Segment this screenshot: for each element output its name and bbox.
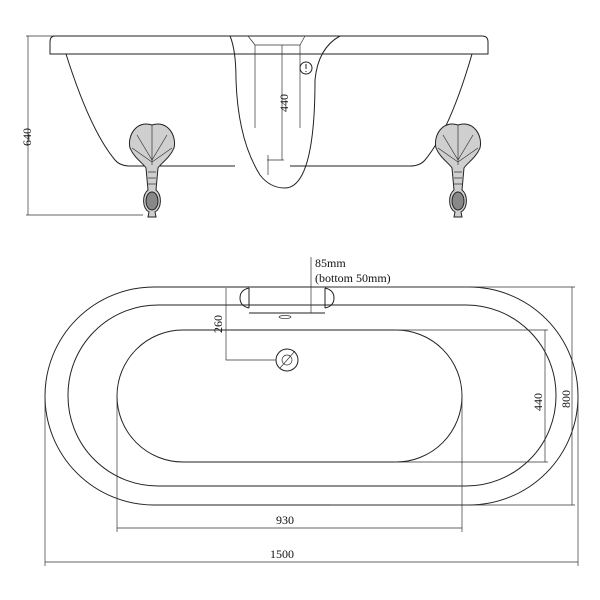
dim-440-line xyxy=(267,45,284,175)
dim-1500-line xyxy=(44,396,579,566)
dim-bottom-50-label: (bottom 50mm) xyxy=(315,271,391,285)
tub-body-right xyxy=(290,53,473,167)
dim-640-label: 640 xyxy=(20,128,34,146)
drain xyxy=(275,348,299,372)
dim-930-label: 930 xyxy=(276,513,294,527)
dim-85-label: 85mm xyxy=(315,256,346,270)
dim-260-label: 260 xyxy=(211,315,225,333)
tub-body-left xyxy=(65,53,235,167)
dim-1500-label: 1500 xyxy=(270,547,294,561)
side-view: 640 440 xyxy=(20,35,489,218)
dim-440-top-line xyxy=(395,329,548,463)
dim-930-line xyxy=(116,396,463,532)
dim-800-label: 800 xyxy=(559,390,573,408)
claw-foot-right xyxy=(434,123,482,218)
claw-foot-left xyxy=(128,123,176,218)
top-view: 85mm (bottom 50mm) 260 440 800 930 1500 xyxy=(44,256,579,566)
overflow-fitting xyxy=(239,287,335,314)
tub-outer-outline xyxy=(44,286,579,506)
dim-640-line xyxy=(26,35,143,216)
overflow-slot xyxy=(278,315,292,319)
center-waste-profile xyxy=(229,35,341,189)
tub-rim xyxy=(49,35,489,55)
dim-440-label: 440 xyxy=(277,94,291,112)
dim-800-line xyxy=(330,286,575,506)
overflow-icon xyxy=(299,61,313,75)
dim-440-top-label: 440 xyxy=(531,393,545,411)
tub-rim-inner xyxy=(67,304,557,487)
overflow-channel xyxy=(247,35,306,128)
dim-260-line xyxy=(225,288,276,361)
